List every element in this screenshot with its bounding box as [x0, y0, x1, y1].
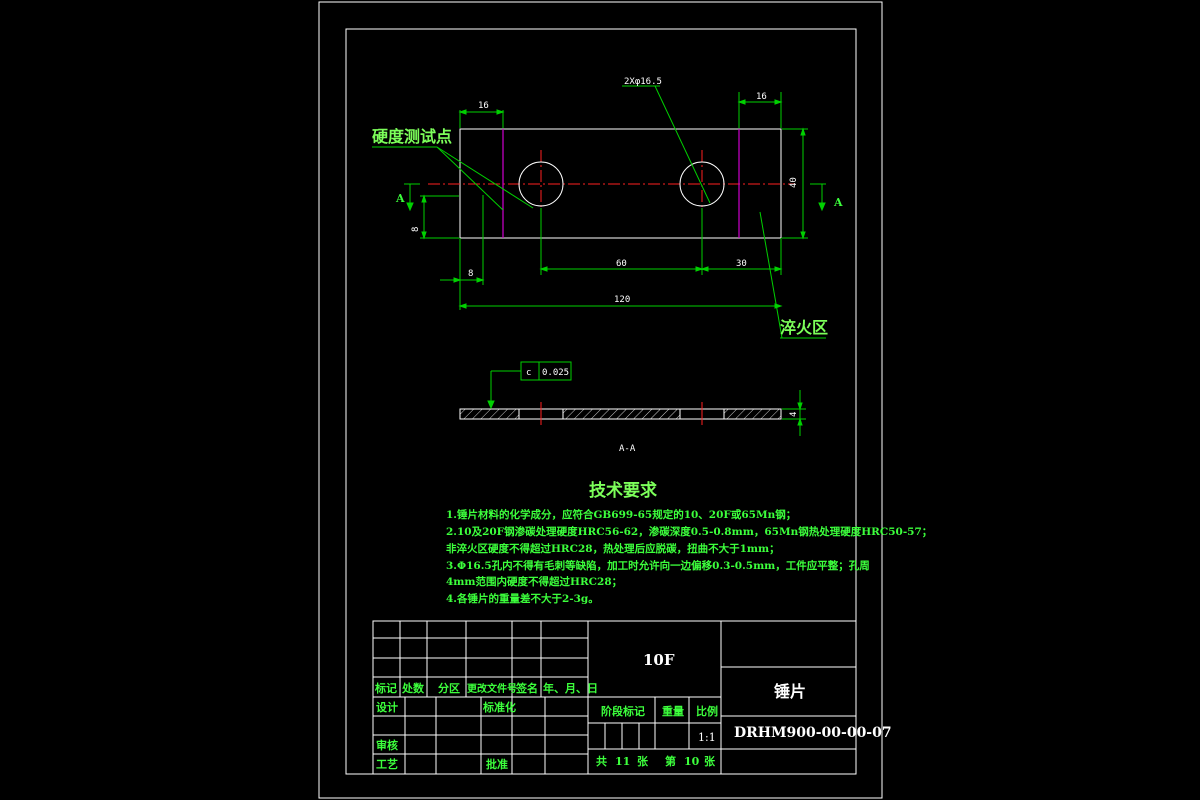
main-view: 16 16 40 A A [372, 77, 843, 339]
section-mark-right [810, 183, 826, 212]
dim-left-offset [440, 195, 485, 310]
tech-line: 1.锤片材料的化学成分，应符合GB699-65规定的10、20F或65Mn钢； [446, 508, 796, 521]
design-label: 设计 [376, 700, 398, 714]
hardness-point-label: 硬度测试点 [372, 127, 452, 146]
sheet-number-label: 第 [665, 754, 676, 768]
dim-top-left [458, 109, 505, 128]
scale-value: 1:1 [698, 731, 716, 744]
total-sheets-value: 11 [615, 755, 630, 768]
section-mark-left-letter: A [395, 192, 405, 205]
dim-height [782, 127, 808, 240]
dim-top-right-text: 16 [756, 92, 767, 102]
rev-header: 年、月、日 [543, 681, 598, 695]
dim-top-left-text: 16 [478, 101, 489, 111]
rev-header: 签名 [515, 681, 538, 695]
dim-height-text: 40 [789, 177, 799, 188]
dim-right-offset-text: 30 [736, 259, 747, 269]
hole-right [679, 161, 725, 207]
total-sheets-label: 共 [596, 754, 607, 768]
technical-requirements: 技术要求 1.锤片材料的化学成分，应符合GB699-65规定的10、20F或65… [446, 480, 932, 605]
flatness-value: 0.025 [542, 368, 569, 378]
rev-header: 处数 [401, 681, 425, 695]
process-label: 工艺 [376, 757, 398, 771]
dim-small-vertical [420, 194, 459, 240]
tech-line: 非淬火区硬度不得超过HRC28，热处理后应脱碳，扭曲不大于1mm； [446, 542, 780, 555]
part-name-text: 锤片 [774, 682, 806, 701]
quench-zone-leader [759, 211, 826, 339]
hole-callout-leader [622, 85, 711, 204]
hole-left [518, 161, 564, 207]
scale-label: 比例 [696, 704, 718, 718]
dim-pitch [539, 208, 783, 275]
flatness-symbol: c [526, 368, 531, 378]
tech-title: 技术要求 [589, 480, 657, 501]
dim-overall-text: 120 [614, 295, 630, 305]
rev-header: 标记 [374, 681, 397, 695]
hardness-point-leader [372, 146, 534, 211]
dim-thickness-text: 4 [789, 412, 799, 417]
outer-border [318, 1, 883, 799]
rev-header: 分区 [438, 681, 460, 695]
dim-pitch-text: 60 [616, 259, 627, 269]
flatness-leader [487, 370, 521, 410]
section-mark-right-letter: A [833, 196, 843, 209]
section-view-label: A-A [619, 444, 636, 454]
tech-line: 4mm范围内硬度不得超过HRC28； [446, 575, 622, 588]
review-label: 审核 [376, 738, 398, 752]
dim-overall [458, 303, 783, 309]
tech-line: 2.10及20F钢渗碳处理硬度HRC56-62，渗碳深度0.5-0.8mm，65… [446, 525, 932, 538]
dim-left-offset-text: 8 [468, 269, 473, 279]
rev-header: 更改文件号 [467, 682, 517, 695]
material-text: 10F [643, 651, 675, 669]
section-mark-left [404, 183, 420, 212]
sheet-number-value: 10 [684, 755, 700, 768]
title-block [372, 620, 857, 775]
dim-small-vertical-text: 8 [411, 227, 421, 232]
weight-label: 重量 [662, 704, 684, 718]
section-hatch-2 [563, 409, 680, 419]
approve-label: 批准 [486, 757, 508, 771]
tech-line: 3.Φ16.5孔内不得有毛刺等缺陷，加工时允许向一边偏移0.3-0.5mm，工件… [446, 559, 870, 572]
dim-top-right [737, 92, 783, 128]
stage-mark-label: 阶段标记 [601, 704, 645, 718]
section-hatch-3 [724, 409, 781, 419]
hole-callout-text: 2Xφ16.5 [624, 77, 662, 87]
sheet-number-unit: 张 [704, 754, 716, 768]
section-view: c 0.025 4 A-A [459, 361, 806, 454]
total-sheets-unit: 张 [637, 754, 649, 768]
flatness-value-box [538, 361, 572, 381]
dim-thickness [782, 390, 806, 436]
standardize-label: 标准化 [482, 700, 516, 714]
section-hatch-1 [460, 409, 519, 419]
drawing-number-text: DRHM900-00-00-07 [734, 725, 892, 741]
tech-line: 4.各锤片的重量差不大于2-3g。 [446, 592, 599, 605]
quench-zone-label: 淬火区 [780, 318, 828, 337]
